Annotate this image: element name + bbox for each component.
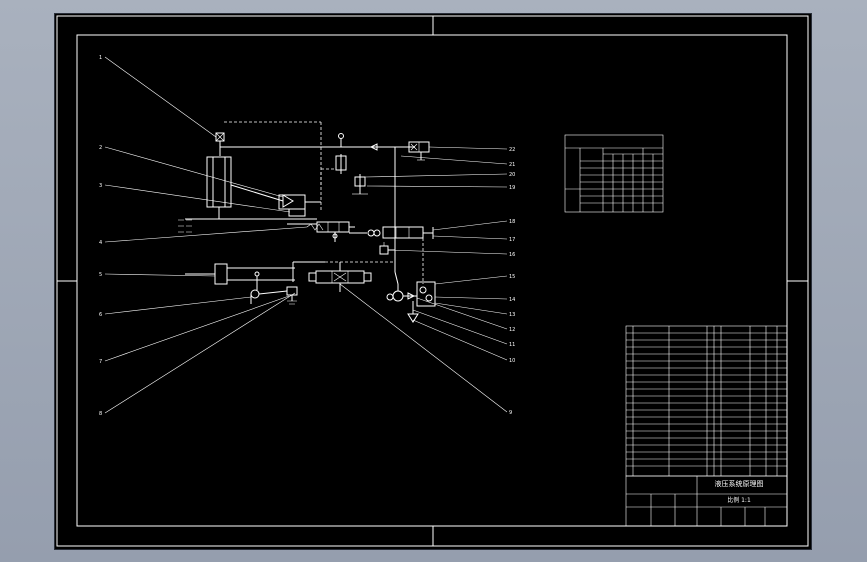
callout-labels-left: 1 2 3 4 5 6 7 8: [99, 55, 102, 417]
callout-9[interactable]: 9: [509, 410, 512, 416]
parts-list-rows: [626, 332, 787, 467]
callout-1[interactable]: 1: [99, 55, 102, 61]
drawing-frame: [56, 15, 809, 547]
callout-5[interactable]: 5: [99, 272, 102, 278]
callout-2[interactable]: 2: [99, 145, 102, 151]
callout-15[interactable]: 15: [509, 274, 515, 280]
callout-3[interactable]: 3: [99, 183, 102, 189]
hydraulic-circuit: [178, 121, 436, 323]
title-block: 液压系统原理图 比例 1:1: [625, 475, 788, 527]
title-block-scale: 比例 1:1: [727, 496, 751, 504]
callout-22[interactable]: 22: [509, 147, 515, 153]
callout-4[interactable]: 4: [99, 240, 102, 246]
callout-8[interactable]: 8: [99, 411, 102, 417]
title-block-title: 液压系统原理图: [715, 479, 764, 488]
callout-10[interactable]: 10: [509, 358, 515, 364]
callout-16[interactable]: 16: [509, 252, 515, 258]
callout-13[interactable]: 13: [509, 312, 515, 318]
callout-17[interactable]: 17: [509, 237, 515, 243]
callout-12[interactable]: 12: [509, 327, 515, 333]
callout-6[interactable]: 6: [99, 312, 102, 318]
callout-19[interactable]: 19: [509, 185, 515, 191]
leader-lines: [104, 56, 508, 414]
callout-14[interactable]: 14: [509, 297, 515, 303]
action-table: [564, 134, 664, 213]
hydraulic-schematic: 1 2 3 4 5 6 7 8 22 21 20 19 18 17 16 15 …: [56, 15, 809, 547]
callout-21[interactable]: 21: [509, 162, 515, 168]
callout-labels-right: 22 21 20 19 18 17 16 15 14 13 12 11 10 9: [509, 147, 515, 416]
drawing-sheet[interactable]: 1 2 3 4 5 6 7 8 22 21 20 19 18 17 16 15 …: [54, 13, 812, 550]
callout-11[interactable]: 11: [509, 342, 515, 348]
callout-18[interactable]: 18: [509, 219, 515, 225]
callout-20[interactable]: 20: [509, 172, 515, 178]
parts-list: [625, 325, 788, 477]
callout-7[interactable]: 7: [99, 359, 102, 365]
